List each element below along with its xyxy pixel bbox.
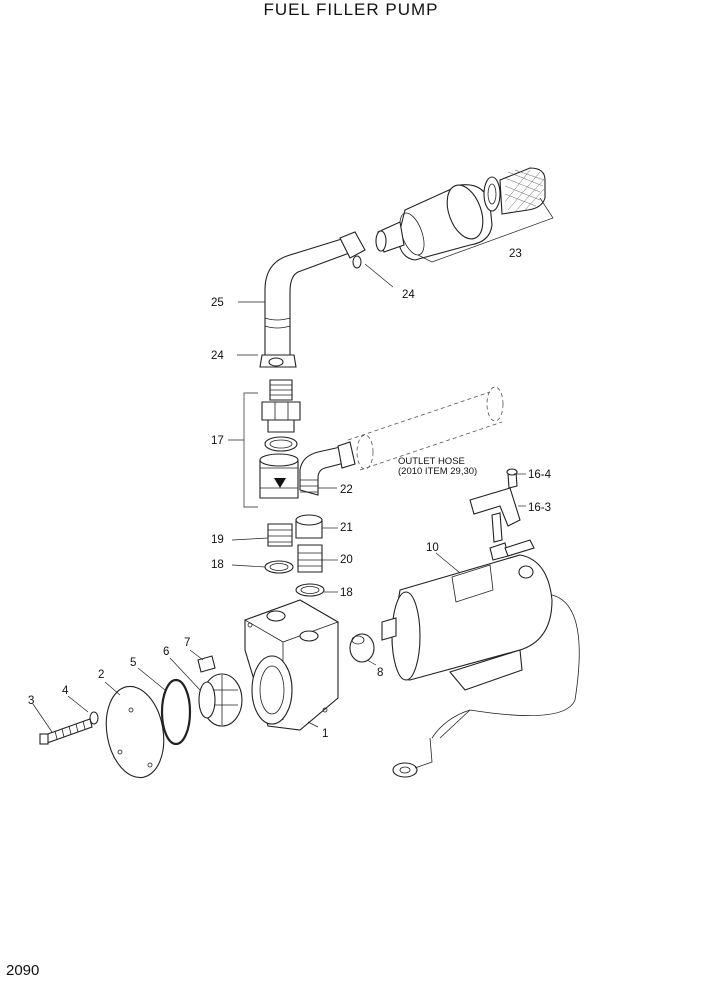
label-6: 6 <box>163 646 169 658</box>
motor <box>381 539 580 778</box>
strainer-assembly <box>375 167 554 263</box>
label-18-right: 18 <box>340 587 353 599</box>
label-25: 25 <box>211 297 224 309</box>
label-7: 7 <box>184 637 190 649</box>
pump-housing <box>244 599 339 731</box>
label-20: 20 <box>340 554 353 566</box>
label-24-upper: 24 <box>402 289 415 301</box>
port-fittings <box>264 514 325 597</box>
coupling <box>349 633 375 663</box>
label-3: 3 <box>28 695 34 707</box>
suction-hose <box>259 231 366 368</box>
bracket <box>469 468 521 543</box>
callout-labels: 23 24 25 24 17 22 OUTLET HOSE (2010 ITEM… <box>28 248 552 740</box>
label-1: 1 <box>322 728 328 740</box>
outlet-note-line1: OUTLET HOSE <box>398 456 465 467</box>
label-21: 21 <box>340 522 353 534</box>
label-24-lower: 24 <box>211 350 224 362</box>
leader-lines <box>32 263 526 733</box>
label-8: 8 <box>377 667 383 679</box>
label-22: 22 <box>340 484 353 496</box>
outlet-elbow <box>299 386 504 496</box>
page-number: 2090 <box>6 962 40 979</box>
label-4: 4 <box>62 685 69 697</box>
group-bracket <box>228 392 258 508</box>
label-5: 5 <box>130 657 136 669</box>
pump-internals <box>39 655 243 779</box>
page-title: FUEL FILLER PUMP <box>263 0 439 19</box>
label-2: 2 <box>98 669 104 681</box>
label-18-left: 18 <box>211 559 224 571</box>
label-10: 10 <box>426 542 439 554</box>
outlet-note-line2: (2010 ITEM 29,30) <box>398 466 477 477</box>
label-16-3: 16-3 <box>528 502 551 514</box>
label-17: 17 <box>211 435 224 447</box>
label-16-4: 16-4 <box>528 469 552 481</box>
label-23: 23 <box>509 248 522 260</box>
fitting-stack <box>259 379 301 499</box>
label-19: 19 <box>211 534 224 546</box>
